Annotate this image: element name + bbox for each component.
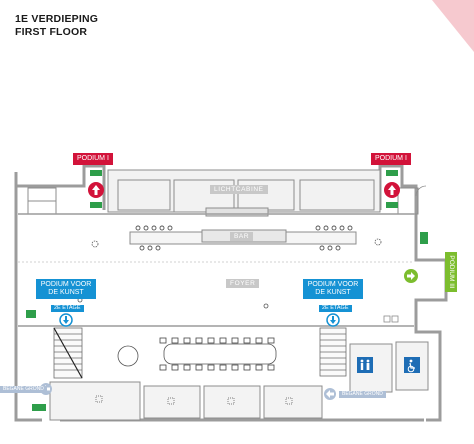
podium-i-left-label[interactable]: PODIUM I	[73, 153, 113, 165]
lower-furniture	[117, 343, 277, 367]
podium-voor-de-kunst-right-label[interactable]: PODIUM VOOR DE KUNST	[303, 279, 363, 299]
toilet-icon	[357, 357, 373, 373]
etage-left-label[interactable]: 2E ETAGE	[51, 305, 84, 312]
podium-i-right-label[interactable]: PODIUM I	[371, 153, 411, 165]
begane-grond-right-label[interactable]: BEGANE GROND	[339, 391, 386, 398]
stairs-right	[319, 327, 347, 377]
foyer	[18, 213, 414, 327]
down-arrow-circle-icon	[59, 313, 340, 327]
upper-rooms	[107, 169, 381, 217]
podium-iii-doors	[383, 185, 427, 323]
podium-kunst-right-line2: DE KUNST	[315, 289, 351, 296]
up-arrow-circle-icon	[88, 182, 400, 198]
etage-right-label[interactable]: 2E ETAGE	[319, 305, 352, 312]
begane-grond-left-label[interactable]: BEGANE GROND	[0, 386, 47, 393]
table-chairs	[159, 337, 275, 371]
foyer-label: FOYER	[226, 279, 260, 288]
bar-stools	[135, 225, 353, 251]
podium-kunst-right-line1: PODIUM VOOR	[307, 281, 359, 288]
podium-kunst-left-line1: PODIUM VOOR	[40, 281, 92, 288]
floor-title-dutch: 1E VERDIEPING	[15, 13, 99, 25]
emergency-exit-icon	[26, 170, 428, 411]
floor-title-english: FIRST FLOOR	[15, 26, 88, 38]
podium-iii-text: PODIUM III	[448, 255, 455, 289]
corner-accent	[432, 0, 474, 52]
bar-label: BAR	[230, 232, 254, 241]
podium-iii-label[interactable]: PODIUM III	[445, 252, 457, 292]
accessible-toilet-icon	[404, 357, 420, 373]
stairs-left	[53, 327, 83, 379]
podium-kunst-left-line2: DE KUNST	[48, 289, 84, 296]
bottom-room-details	[95, 395, 293, 405]
lichtcabine-label: LICHTCABINE	[210, 185, 268, 194]
podium-voor-de-kunst-left-label[interactable]: PODIUM VOOR DE KUNST	[36, 279, 96, 299]
right-arrow-circle-icon	[404, 269, 418, 283]
